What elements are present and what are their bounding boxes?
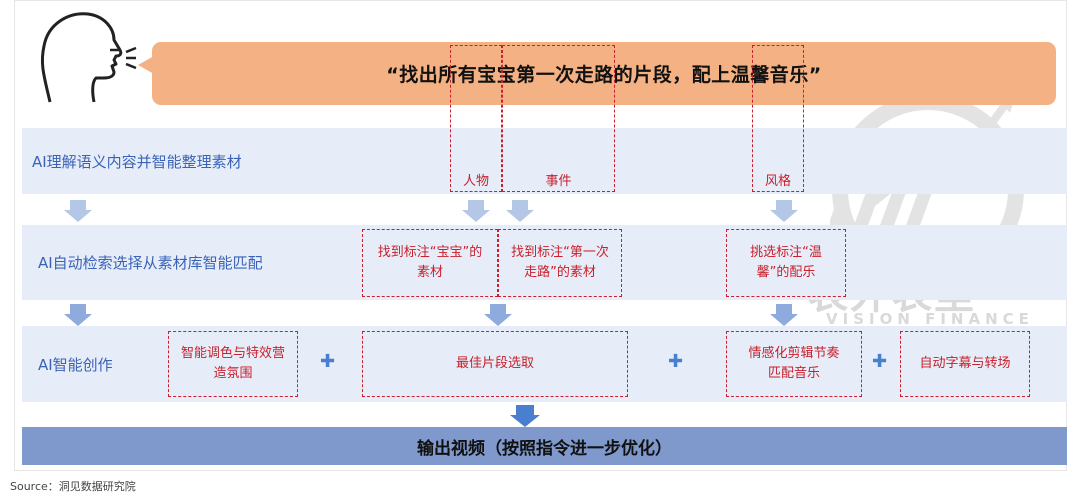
watermark-en: VISION FINANCE xyxy=(826,310,1034,328)
box-best-clip: 最佳片段选取 xyxy=(362,331,628,397)
dash-column-event xyxy=(502,45,615,192)
output-video-bar: 输出视频（按照指令进一步优化） xyxy=(22,427,1067,465)
box-subtitles-transitions: 自动字幕与转场 xyxy=(900,331,1030,397)
box-find-baby: 找到标注“宝宝”的素材 xyxy=(362,229,498,297)
row-retrieve: AI自动检索选择从素材库智能匹配 xyxy=(38,254,263,272)
user-instruction-quote: “找出所有宝宝第一次走路的片段，配上温馨音乐” xyxy=(386,64,822,86)
box-emotional-edit: 情感化剪辑节奏匹配音乐 xyxy=(726,331,862,397)
source-note: Source：洞见数据研究院 xyxy=(10,480,136,493)
tag-event: 事件 xyxy=(545,174,572,189)
tag-style: 风格 xyxy=(764,174,791,189)
row-create: AI智能创作 xyxy=(38,355,113,374)
tag-person: 人物 xyxy=(462,174,489,189)
plus-icon: ✚ xyxy=(320,351,336,372)
dash-column-style xyxy=(752,45,804,192)
arrows-row1-to-row2 xyxy=(64,200,798,222)
dash-column-person xyxy=(450,45,502,192)
speech-bubble-tail xyxy=(138,56,154,74)
arrow-to-output xyxy=(510,405,540,427)
row-retrieve-band xyxy=(22,225,1067,300)
row-understand: AI理解语义内容并智能整理素材 xyxy=(22,128,1067,194)
row-create-band xyxy=(22,326,1067,402)
plus-icon: ✚ xyxy=(872,351,888,372)
box-find-first-walk: 找到标注“第一次走路”的素材 xyxy=(498,229,622,297)
plus-icon: ✚ xyxy=(668,351,684,372)
box-pick-warm-music: 挑选标注“温馨”的配乐 xyxy=(726,229,846,297)
arrows-row2-to-row3 xyxy=(64,304,798,326)
speaking-head-icon xyxy=(40,12,137,103)
speech-bubble xyxy=(152,42,1056,105)
box-color-effects: 智能调色与特效营造氛围 xyxy=(168,331,298,397)
